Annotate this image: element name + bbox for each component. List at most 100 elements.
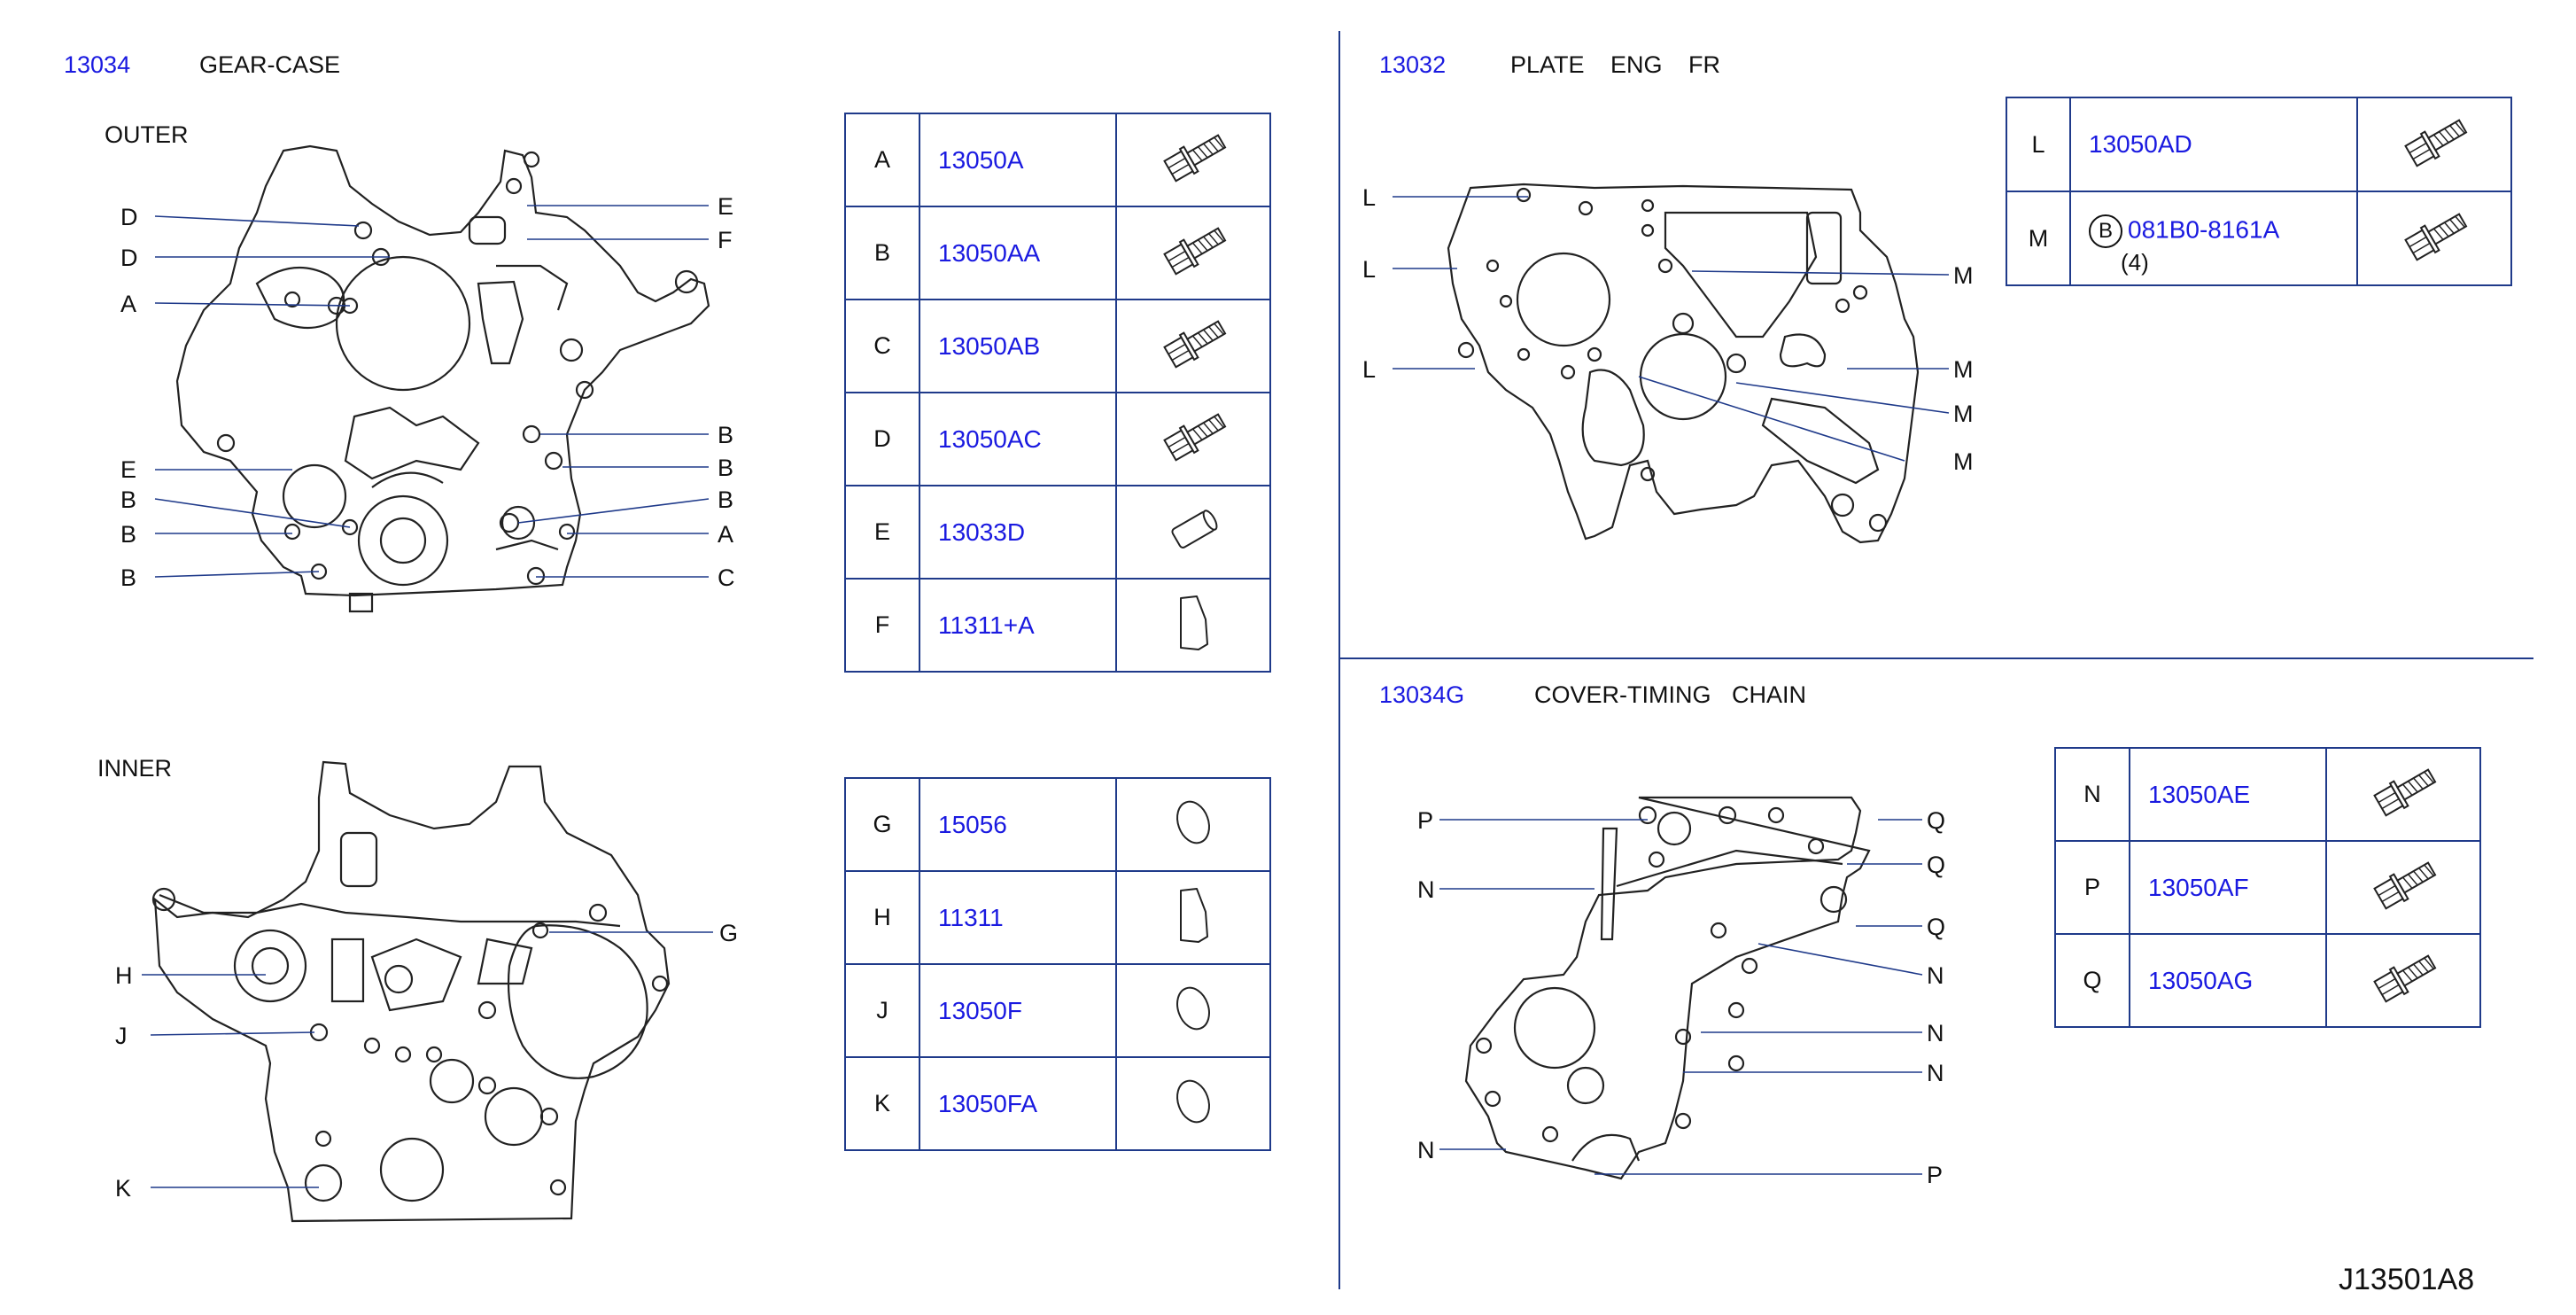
circled-b-symbol: B (2089, 214, 2122, 248)
bolt-icon (1115, 206, 1271, 300)
bolt-icon (1115, 392, 1271, 486)
part-key: K (844, 1056, 920, 1151)
inner-label: INNER (97, 755, 173, 782)
bolt-icon (2356, 97, 2512, 192)
callout-letter: M (1953, 356, 1974, 383)
callout-letter: L (1362, 356, 1377, 383)
part-code[interactable]: 13050AF (2129, 840, 2327, 935)
callout-letter: D (120, 245, 138, 271)
o-ring-icon (1115, 777, 1271, 872)
callout-letter: M (1953, 401, 1974, 427)
callout-letter: E (120, 456, 137, 483)
part-code: 081B0-8161A (2128, 215, 2280, 244)
part-key: P (2054, 840, 2130, 935)
bolt-icon (2325, 747, 2481, 842)
part-code[interactable]: 13033D (919, 485, 1117, 580)
part-key: Q (2054, 933, 2130, 1028)
gear-case-number: 13034 (64, 51, 131, 78)
callout-letter: N (1417, 876, 1435, 903)
cover-leader-lines (1439, 819, 1923, 1175)
gear-case-name: GEAR-CASE (199, 51, 341, 78)
callout-letter: L (1362, 184, 1377, 211)
bolt-icon (2325, 840, 2481, 935)
callout-letter: B (120, 521, 137, 548)
part-code[interactable]: 13050AD (2069, 97, 2358, 192)
callout-letter: B (718, 455, 734, 481)
part-code[interactable]: 13050AE (2129, 747, 2327, 842)
plate-eng-fr-drawing (1447, 183, 1920, 544)
callout-letter: P (1927, 1162, 1944, 1188)
callout-letter: J (115, 1023, 128, 1049)
part-code[interactable]: 13050AG (2129, 933, 2327, 1028)
gasket-icon (1115, 578, 1271, 673)
outer-leader-lines (154, 205, 710, 578)
part-key: J (844, 963, 920, 1058)
plate-leader-lines (1393, 196, 1950, 462)
part-key: E (844, 485, 920, 580)
callout-letter: B (718, 486, 734, 513)
part-code[interactable]: 15056 (919, 777, 1117, 872)
callout-letter: A (718, 521, 734, 548)
bolt-icon (2356, 191, 2512, 286)
callout-letter: N (1417, 1137, 1435, 1163)
cover-name: COVER-TIMING CHAIN (1534, 681, 1807, 708)
callout-letter: Q (1927, 914, 1946, 940)
part-code[interactable]: 11311+A (919, 578, 1117, 673)
plate-number: 13032 (1379, 51, 1447, 78)
callout-letter: B (120, 486, 137, 513)
callout-letter: N (1927, 1020, 1944, 1047)
outer-gear-case-drawing (175, 144, 710, 613)
inner-leader-lines (142, 931, 713, 1188)
part-key: A (844, 113, 920, 207)
part-code[interactable]: 13050AC (919, 392, 1117, 486)
callout-letter: E (718, 193, 734, 220)
callout-letter: N (1927, 962, 1944, 989)
o-ring-icon (1115, 963, 1271, 1058)
callout-letter: P (1417, 807, 1434, 834)
drawing-id: J13501A8 (2339, 1263, 2475, 1296)
part-quantity: (4) (2121, 249, 2149, 276)
part-key: F (844, 578, 920, 673)
callout-letter: Q (1927, 807, 1946, 834)
part-code[interactable]: 13050A (919, 113, 1117, 207)
plate-name: PLATE ENG FR (1510, 51, 1721, 78)
gasket-icon (1115, 870, 1271, 965)
part-code[interactable]: 13050AA (919, 206, 1117, 300)
callout-letter: A (120, 291, 137, 317)
part-key: H (844, 870, 920, 965)
callout-letter: M (1953, 262, 1974, 289)
part-key: D (844, 392, 920, 486)
part-code[interactable]: 13050AB (919, 299, 1117, 393)
part-key: M (2006, 191, 2071, 286)
callout-letter: D (120, 204, 138, 230)
part-key: N (2054, 747, 2130, 842)
part-code[interactable]: 13050F (919, 963, 1117, 1058)
callout-letter: G (719, 920, 739, 946)
callout-letter: F (718, 227, 733, 253)
callout-letter: K (115, 1175, 132, 1202)
part-code[interactable]: 13050FA (919, 1056, 1117, 1151)
part-key: L (2006, 97, 2071, 192)
outer-label: OUTER (105, 121, 189, 148)
callout-letter: N (1927, 1060, 1944, 1086)
cover-number: 13034G (1379, 681, 1465, 708)
callout-letter: L (1362, 256, 1377, 283)
inner-gear-case-drawing (151, 760, 671, 1223)
callout-letter: M (1953, 448, 1974, 475)
callout-letter: B (718, 422, 734, 448)
callout-letter: C (718, 564, 735, 591)
part-code[interactable]: 11311 (919, 870, 1117, 965)
